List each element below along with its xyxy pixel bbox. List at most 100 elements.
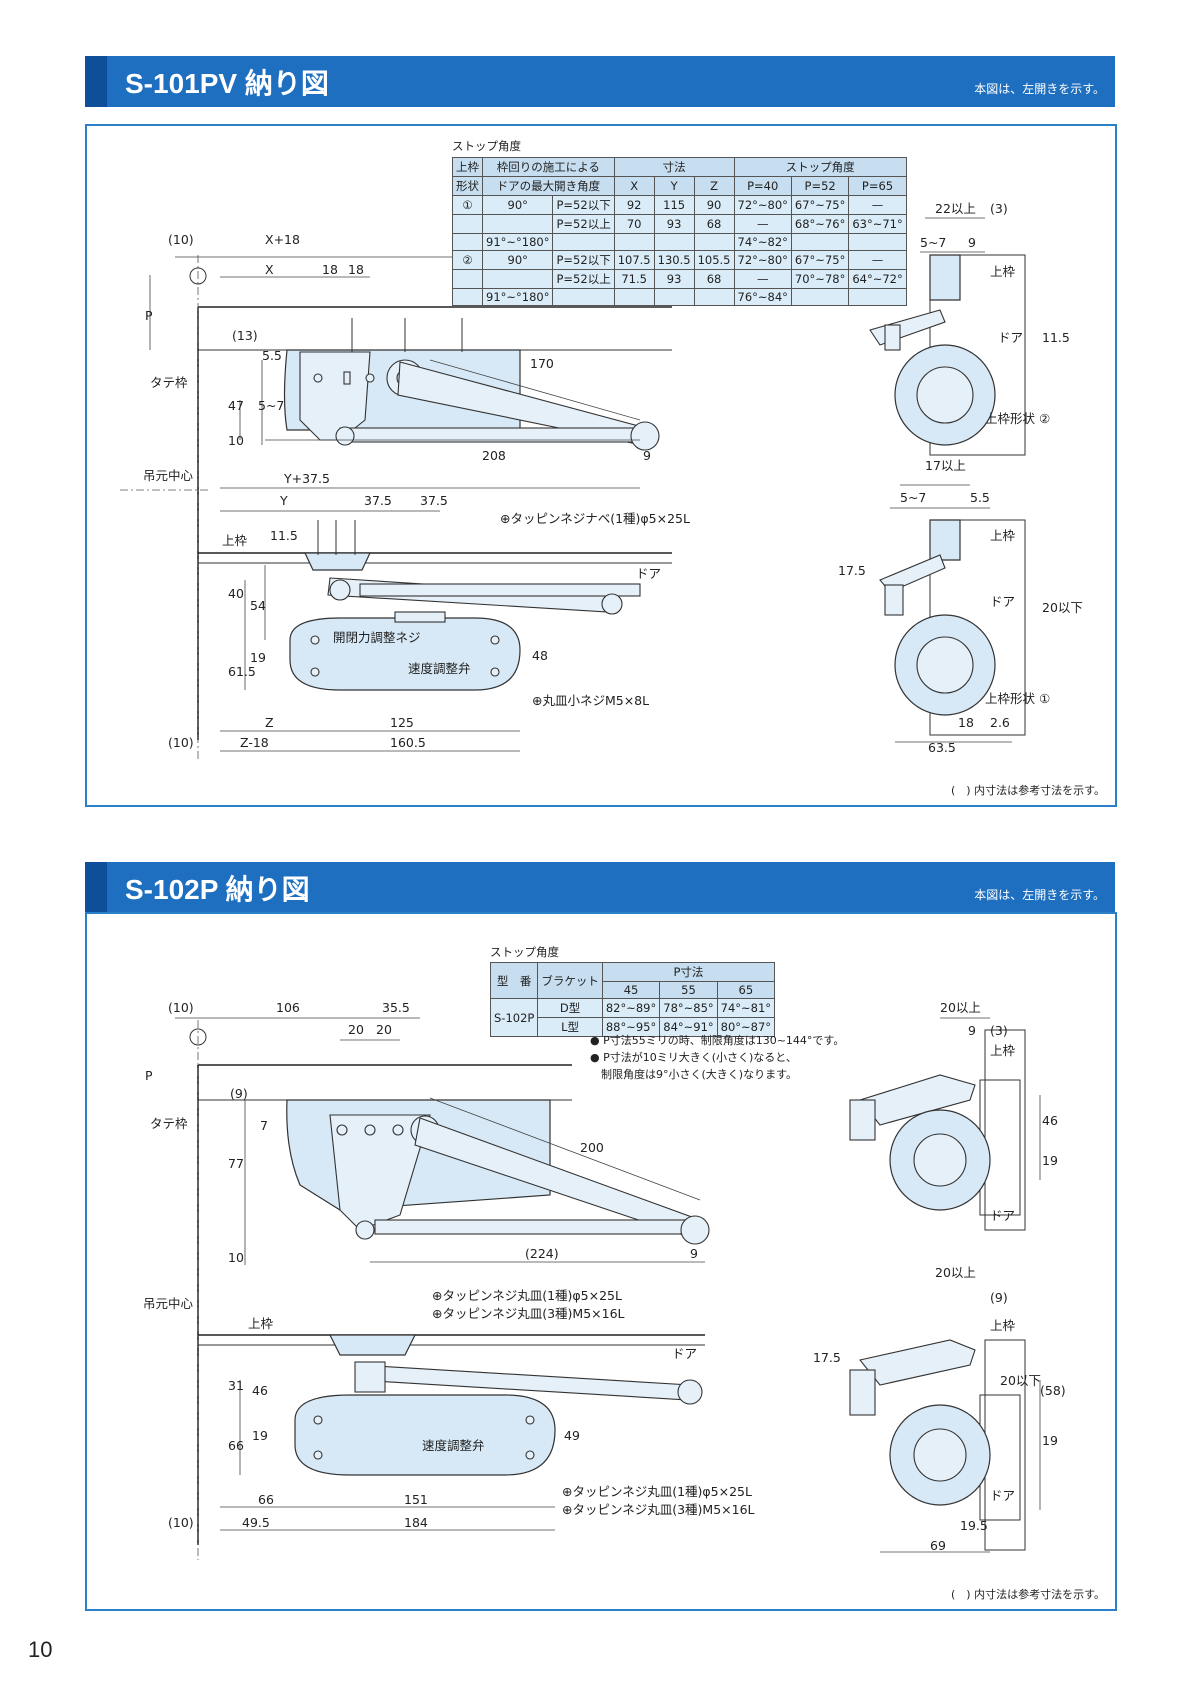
door-label: ドア — [998, 330, 1023, 345]
screw-label: ⊕タッピンネジ丸皿(1種)φ5×25L — [432, 1288, 622, 1303]
dim-label: 19 — [250, 650, 266, 665]
dim-label: 66 — [228, 1438, 244, 1453]
table-header: 形状 — [452, 176, 483, 196]
ref-note: ( ) 内寸法は参考寸法を示す。 — [951, 784, 1105, 797]
door-label: ドア — [672, 1346, 697, 1361]
header-accent — [85, 862, 107, 913]
note-item: ● P寸法が10ミリ大きく(小さく)なると、 — [590, 1051, 797, 1064]
ref-note: ( ) 内寸法は参考寸法を示す。 — [951, 1588, 1105, 1601]
dim-label: 17.5 — [813, 1350, 841, 1365]
frame-label: タテ枠 — [150, 375, 188, 390]
dim-label: 47 — [228, 398, 244, 413]
dim-label: 49.5 — [242, 1515, 270, 1530]
frame-label: 上枠 — [990, 1043, 1016, 1058]
stop-angle-table-1: 上枠 枠回りの施工による 寸法 ストップ角度 形状 ドアの最大開き角度 X Y … — [452, 157, 907, 306]
labels-2: (10) 106 35.5 20 20 P (9) タテ枠 7 77 10 20… — [143, 1000, 1066, 1553]
dim-label: (58) — [1040, 1383, 1066, 1398]
table-header: ブラケット — [537, 962, 603, 999]
model-cell: S-102P — [489, 998, 539, 1037]
dim-label: 5~7 — [258, 398, 284, 413]
screw-label: ⊕丸皿小ネジM5×8L — [532, 693, 649, 708]
dim-label: 106 — [276, 1000, 300, 1015]
dim-label: 7 — [260, 1118, 268, 1133]
dim-label: 20以上 — [940, 1000, 981, 1015]
dim-label: 5.5 — [262, 348, 282, 363]
door-label: ドア — [990, 594, 1015, 609]
dim-label: 46 — [252, 1383, 268, 1398]
dim-label: 48 — [532, 648, 548, 663]
dim-label: 46 — [1042, 1113, 1058, 1128]
dim-label: 37.5 — [420, 493, 448, 508]
table-caption: ストップ角度 — [452, 139, 521, 153]
drawing-1-top — [120, 255, 672, 760]
table-row: 91°~°180°76°~84° — [452, 288, 907, 306]
screw-label: ⊕タッピンネジ丸皿(3種)M5×16L — [562, 1502, 755, 1517]
dim-label: 200 — [580, 1140, 604, 1155]
frame-label: 上枠 — [990, 1318, 1016, 1333]
frame-label: タテ枠 — [150, 1116, 188, 1131]
note-item: 制限角度は9°小さく(大きく)なります。 — [590, 1068, 797, 1081]
door-label: ドア — [636, 566, 661, 581]
table-row: 91°~°180°74°~82° — [452, 233, 907, 251]
section-title: S-102P 納り図 — [125, 874, 310, 905]
dim-label: Z — [265, 715, 274, 730]
dim-label: 170 — [530, 356, 554, 371]
dim-label: 49 — [564, 1428, 580, 1443]
dim-label: 2.6 — [990, 715, 1010, 730]
dim-label: 11.5 — [270, 528, 298, 543]
dim-label: 22以上 — [935, 201, 976, 216]
section-header-1: S-101PV 納り図 本図は、左開きを示す。 — [85, 56, 1115, 107]
page-number: 10 — [28, 1637, 53, 1662]
dim-label: (3) — [990, 201, 1008, 216]
dim-label: 9 — [643, 448, 651, 463]
dim-label: 10 — [228, 433, 244, 448]
dim-label: 5.5 — [970, 490, 990, 505]
dim-label: 184 — [404, 1515, 428, 1530]
section-title: S-101PV 納り図 — [125, 68, 329, 99]
drawing-2-bottom — [198, 1334, 705, 1531]
dim-label: (10) — [168, 1515, 194, 1530]
dim-label: 35.5 — [382, 1000, 410, 1015]
dim-label: (10) — [168, 735, 194, 750]
dim-label: 19 — [252, 1428, 268, 1443]
table-header: 55 — [659, 981, 718, 999]
dim-label: 20以下 — [1042, 600, 1083, 615]
dim-label: 66 — [258, 1492, 274, 1507]
dim-label: (9) — [990, 1290, 1008, 1305]
table-header: P=65 — [848, 176, 907, 196]
drawing-2-side-a — [849, 1017, 1041, 1231]
dim-label: 54 — [250, 598, 266, 613]
table-header: P=40 — [733, 176, 792, 196]
table-header: ドアの最大開き角度 — [482, 176, 615, 196]
table-header: 上枠 — [452, 157, 483, 177]
dim-label: 18 — [322, 262, 338, 277]
notes-list: ● P寸法55ミリの時、制限角度は130~144°です。 ● P寸法が10ミリ大… — [590, 1032, 844, 1083]
part-label: 速度調整弁 — [422, 1438, 485, 1453]
dim-label: 17以上 — [925, 458, 966, 473]
labels-1: (10) X+18 X 18 18 P (13) 5.5 タテ枠 5~7 47 … — [143, 201, 1083, 755]
drawing-2-side-b — [849, 1339, 1041, 1553]
table-caption: ストップ角度 — [490, 945, 559, 959]
dim-label: 20 — [376, 1022, 392, 1037]
drawing-2-top — [175, 1017, 710, 1560]
drawing-1-bottom — [198, 487, 672, 752]
screw-label: ⊕タッピンネジ丸皿(1種)φ5×25L — [562, 1484, 752, 1499]
door-label: ドア — [990, 1488, 1015, 1503]
screw-label: ⊕タッピンネジ丸皿(3種)M5×16L — [432, 1306, 625, 1321]
table-header: P=52 — [790, 176, 850, 196]
shape-label: 上枠形状 ① — [985, 691, 1050, 706]
dim-label: Z-18 — [240, 735, 269, 750]
dim-label: (224) — [525, 1246, 559, 1261]
part-label: 開閉力調整ネジ — [333, 630, 421, 645]
table-header: 枠回りの施工による — [482, 157, 615, 177]
dim-label: X — [265, 262, 274, 277]
drawing-1-side-a — [869, 217, 1026, 456]
dim-label: (10) — [168, 232, 194, 247]
dim-label: 10 — [228, 1250, 244, 1265]
dim-label: 9 — [968, 1023, 976, 1038]
